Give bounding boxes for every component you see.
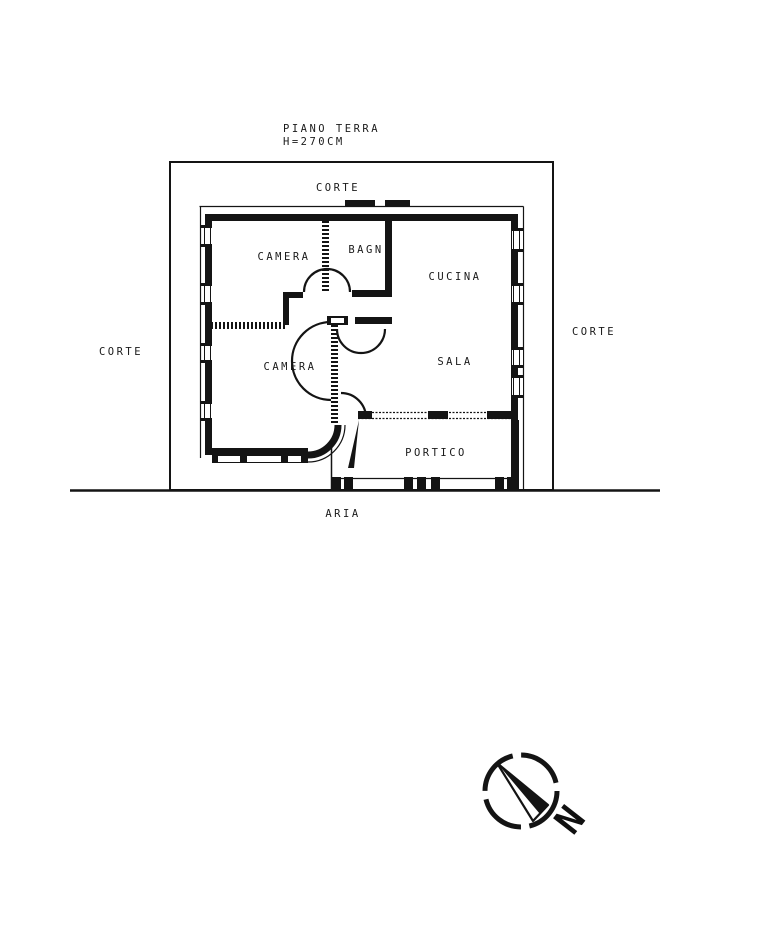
room-label-portico: PORTICO (405, 446, 467, 459)
room-label-cucina: CUCINA (428, 270, 482, 283)
room-label-bagno: BAGN (348, 243, 384, 256)
courtyard-boundary (169, 161, 554, 491)
room-label-sala: SALA (437, 355, 473, 368)
sala-bottom-wall (358, 411, 515, 420)
courtyard-label-right: CORTE (571, 325, 617, 338)
entrance-arrow-icon (348, 420, 359, 468)
bottom-left-bay (212, 424, 346, 490)
plan-height-note: H=270CM (283, 135, 345, 148)
courtyard-label-top: CORTE (315, 181, 361, 194)
interior-walls (211, 214, 392, 425)
door-swing-arcs (290, 267, 387, 419)
room-label-camera-bottom: CAMERA (263, 360, 317, 373)
courtyard-label-left: CORTE (98, 345, 144, 358)
compass-north-icon (482, 752, 560, 830)
aria-label: ARIA (325, 507, 361, 520)
room-label-camera-top: CAMERA (257, 250, 311, 263)
plan-title: PIANO TERRA (283, 122, 381, 135)
right-wall-windows (511, 228, 523, 398)
portico-colonnade (332, 477, 518, 490)
left-wall-windows (200, 225, 213, 421)
